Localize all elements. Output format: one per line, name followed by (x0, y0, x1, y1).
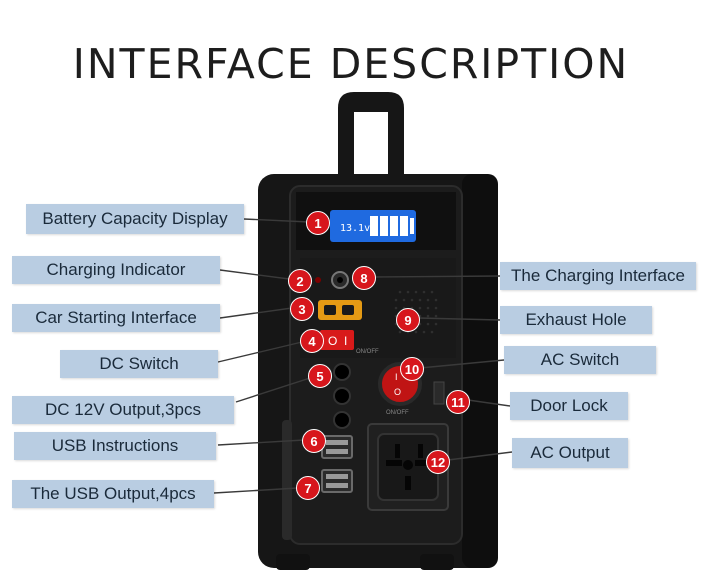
ac-switch-caption: ON/OFF (386, 410, 409, 416)
badge-6: 6 (302, 429, 326, 453)
dc-output-port (333, 363, 351, 381)
label-exhaust-hole: Exhaust Hole (500, 306, 652, 334)
badge-9: 9 (396, 308, 420, 332)
callout-line (235, 377, 311, 403)
callout-line (419, 359, 505, 369)
callout-line (217, 341, 303, 363)
label-usb-output: The USB Output,4pcs (12, 480, 214, 508)
svg-text:I: I (344, 334, 347, 348)
battery-bar-3 (390, 216, 398, 236)
dc-output-port (333, 387, 351, 405)
badge-2: 2 (288, 269, 312, 293)
door-lock (433, 381, 445, 405)
foot-left (276, 554, 310, 570)
carry-handle (338, 92, 404, 180)
device-side (462, 174, 498, 568)
label-dc-switch: DC Switch (60, 350, 218, 378)
callout-line (219, 307, 293, 319)
badge-12: 12 (426, 450, 450, 474)
label-battery-capacity-display: Battery Capacity Display (26, 204, 244, 234)
battery-bar-4 (400, 216, 408, 236)
svg-text:O: O (394, 387, 401, 397)
label-ac-switch: AC Switch (504, 346, 656, 374)
badge-1: 1 (306, 211, 330, 235)
badge-8: 8 (352, 266, 376, 290)
badge-3: 3 (290, 297, 314, 321)
badge-7: 7 (296, 476, 320, 500)
callout-line (217, 439, 305, 446)
callout-lines (213, 218, 513, 494)
side-strap (282, 420, 292, 540)
callout-line (219, 269, 298, 281)
label-charging-indicator: Charging Indicator (12, 256, 220, 284)
svg-text:I: I (395, 372, 398, 382)
foot-right (420, 554, 454, 570)
usb-port (321, 435, 353, 459)
label-door-lock: Door Lock (510, 392, 628, 420)
label-ac-output: AC Output (512, 438, 628, 468)
callout-line (243, 218, 310, 223)
page-title: INTERFACE DESCRIPTION (72, 40, 630, 88)
dc-switch-caption: ON/OFF (356, 349, 379, 355)
dc-switch (320, 330, 354, 350)
badge-11: 11 (446, 390, 470, 414)
callout-line (417, 317, 501, 321)
label-car-starting-interface: Car Starting Interface (12, 304, 220, 332)
battery-bar-2 (380, 216, 388, 236)
usb-port (321, 469, 353, 493)
dc-output-port (333, 411, 351, 429)
callout-line (213, 487, 299, 494)
badge-10: 10 (400, 357, 424, 381)
callout-line (447, 451, 513, 461)
battery-bar-5 (410, 218, 414, 234)
label-usb-instructions: USB Instructions (14, 432, 216, 460)
battery-bar-1 (370, 216, 378, 236)
label-charging-interface: The Charging Interface (500, 262, 696, 290)
badge-4: 4 (300, 329, 324, 353)
svg-text:O: O (328, 334, 337, 348)
display-reading: 13.1v (340, 223, 370, 234)
charging-indicator-led (315, 277, 321, 283)
callout-line (373, 275, 501, 278)
label-dc-output: DC 12V Output,3pcs (12, 396, 234, 424)
callout-line (467, 399, 511, 407)
badge-5: 5 (308, 364, 332, 388)
